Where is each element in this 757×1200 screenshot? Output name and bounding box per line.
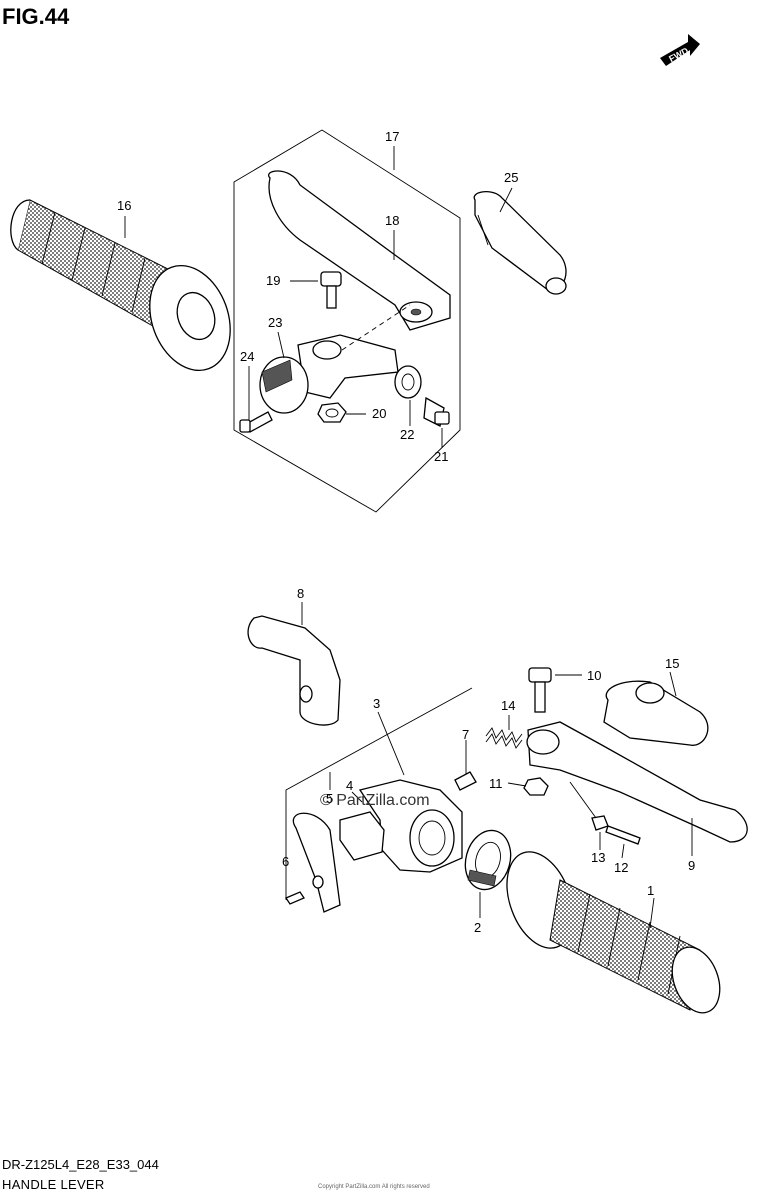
callout-5: 5 bbox=[326, 791, 333, 806]
callout-15: 15 bbox=[665, 656, 679, 671]
callout-10: 10 bbox=[587, 668, 601, 683]
callout-18: 18 bbox=[385, 213, 399, 228]
brake-lever-cover-part[interactable] bbox=[603, 680, 709, 746]
brake-nut-part[interactable] bbox=[523, 777, 549, 796]
callout-3: 3 bbox=[373, 696, 380, 711]
lever-holder-part[interactable] bbox=[259, 334, 399, 414]
diagram-title: HANDLE LEVER bbox=[2, 1177, 105, 1192]
adjuster-ring-part[interactable] bbox=[394, 365, 422, 399]
callout-labels: 1 2 3 4 5 6 7 8 9 10 11 12 13 14 15 16 1… bbox=[117, 129, 695, 935]
callout-20: 20 bbox=[372, 406, 386, 421]
callout-11: 11 bbox=[489, 776, 503, 791]
watermark-text: © PartZilla.com bbox=[320, 792, 430, 809]
forward-arrow-icon: FWD bbox=[660, 34, 700, 66]
callout-24: 24 bbox=[240, 349, 254, 364]
adjuster-bolt-part[interactable] bbox=[423, 396, 450, 427]
lever-cover-part[interactable] bbox=[473, 190, 567, 295]
throttle-housing-part[interactable] bbox=[339, 779, 463, 873]
callout-23: 23 bbox=[268, 315, 282, 330]
figure-title: FIG.44 bbox=[2, 4, 70, 29]
callout-13: 13 bbox=[591, 850, 605, 865]
bottom-leader-lines bbox=[285, 602, 693, 929]
callout-7: 7 bbox=[462, 727, 469, 742]
callout-14: 14 bbox=[501, 698, 515, 713]
callout-16: 16 bbox=[117, 198, 131, 213]
pivot-bolt-part[interactable] bbox=[320, 271, 342, 309]
clutch-lever-part[interactable] bbox=[267, 170, 451, 331]
callout-17: 17 bbox=[385, 129, 399, 144]
leader-3 bbox=[377, 711, 405, 776]
nut-part[interactable] bbox=[317, 402, 347, 423]
throttle-cam-part[interactable] bbox=[459, 825, 517, 894]
right-grip-part[interactable] bbox=[495, 843, 729, 1020]
callout-8: 8 bbox=[297, 586, 304, 601]
callout-19: 19 bbox=[266, 273, 280, 288]
cable-guide-part[interactable] bbox=[285, 812, 341, 913]
callout-4: 4 bbox=[346, 778, 353, 793]
callout-9: 9 bbox=[688, 858, 695, 873]
callout-1: 1 bbox=[647, 883, 654, 898]
callout-25: 25 bbox=[504, 170, 518, 185]
switch-assembly-outline bbox=[285, 687, 473, 848]
housing-screw-part[interactable] bbox=[454, 771, 477, 791]
callout-2: 2 bbox=[474, 920, 481, 935]
brake-lever-part[interactable] bbox=[526, 721, 748, 843]
callout-12: 12 bbox=[614, 860, 628, 875]
spring-part[interactable] bbox=[485, 727, 523, 749]
callout-21: 21 bbox=[434, 449, 448, 464]
clutch-lever-assembly-outline bbox=[233, 129, 461, 513]
clamp-bolt-part[interactable] bbox=[239, 411, 273, 433]
throttle-pipe-part[interactable] bbox=[247, 615, 341, 726]
diagram-code: DR-Z125L4_E28_E33_044 bbox=[2, 1157, 159, 1172]
brake-pivot-bolt-part[interactable] bbox=[528, 667, 552, 713]
callout-22: 22 bbox=[400, 427, 414, 442]
callout-6: 6 bbox=[282, 854, 289, 869]
adjuster-screw-part[interactable] bbox=[591, 815, 641, 845]
left-grip-part[interactable] bbox=[10, 199, 244, 382]
top-leader-lines bbox=[124, 146, 513, 448]
copyright-note: Copyright PartZilla.com All rights reser… bbox=[318, 1184, 430, 1190]
